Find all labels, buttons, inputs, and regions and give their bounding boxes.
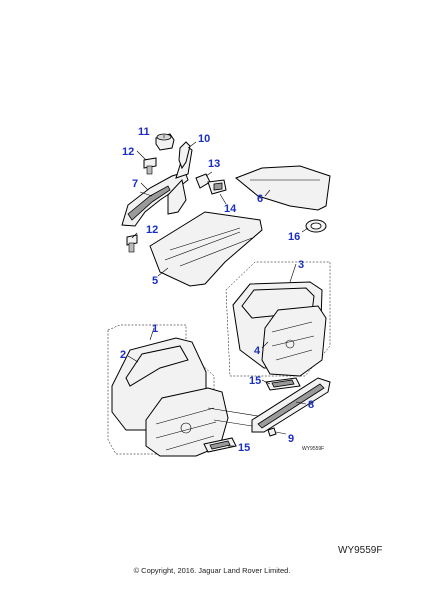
callout-1: 1: [152, 323, 158, 335]
rear-check-strap: [265, 377, 301, 391]
bonnet-seal: [178, 141, 191, 170]
callout-14: 14: [224, 203, 237, 215]
boot-lid: [235, 165, 331, 211]
callout-16: 16: [288, 231, 300, 243]
callout-9: 9: [288, 433, 294, 445]
bonnet-latch: [195, 171, 227, 205]
callout-3: 3: [298, 259, 304, 271]
sheet-reference: WY9559F: [338, 545, 383, 556]
callout-4: 4: [254, 345, 261, 357]
callout-5: 5: [152, 275, 158, 287]
diagram-reference-small: WY9559F: [302, 446, 324, 452]
callout-8: 8: [308, 399, 314, 411]
callout-12-lower: 12: [146, 224, 158, 236]
bolt-upper: [143, 157, 157, 175]
callout-2: 2: [120, 349, 126, 361]
callout-15-rear: 15: [249, 375, 261, 387]
callout-10: 10: [198, 133, 210, 145]
copyright-notice: © Copyright, 2016. Jaguar Land Rover Lim…: [133, 566, 291, 575]
bonnet-panel: [149, 211, 263, 287]
screw: [267, 427, 287, 437]
callout-12-upper: 12: [122, 146, 134, 158]
front-door-inner: [145, 387, 259, 457]
hinge-bracket: [121, 171, 189, 227]
bolt-lower: [126, 234, 138, 253]
callout-7: 7: [132, 178, 138, 190]
front-check-strap: [203, 437, 237, 453]
bump-stop: [155, 133, 175, 151]
rear-door-inner: [261, 305, 327, 377]
callout-13: 13: [208, 158, 220, 170]
callout-11: 11: [138, 126, 150, 138]
callout-6: 6: [257, 193, 263, 205]
callout-15-front: 15: [238, 442, 250, 454]
grommet: [305, 219, 327, 233]
door-seal-strip: [251, 377, 331, 433]
